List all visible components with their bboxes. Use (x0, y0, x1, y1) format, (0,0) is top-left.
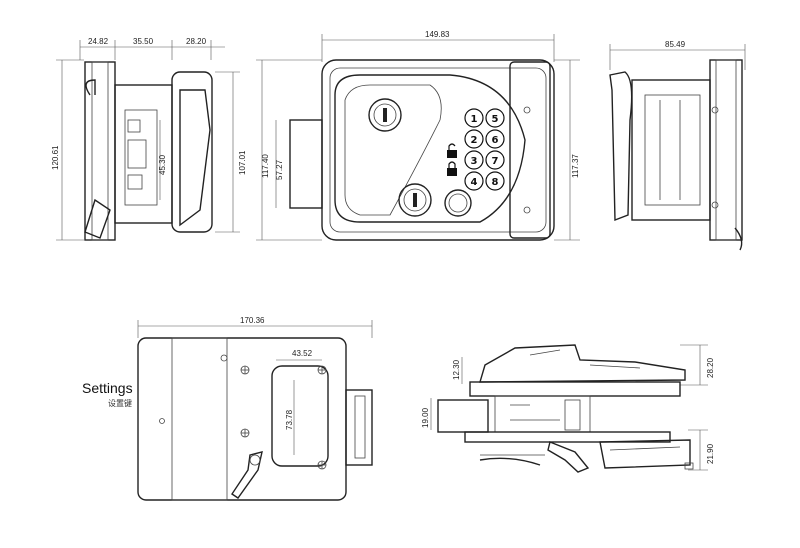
keypad: 1 5 2 6 3 7 4 8 (464, 108, 505, 191)
dim-side-left-b: 35.50 (133, 37, 154, 46)
settings-label: Settings (82, 380, 133, 396)
keypad-label: 3 (471, 156, 478, 167)
dim-side-left-slot: 45.30 (158, 154, 167, 175)
screw-icon (240, 428, 250, 438)
keypad-label: 7 (492, 156, 499, 167)
screw-icon (220, 354, 228, 362)
dim-bottom-low: 21.90 (706, 443, 715, 464)
keypad-button[interactable] (464, 150, 484, 170)
keypad-label: 4 (471, 177, 478, 188)
dim-bottom-right: 28.20 (706, 357, 715, 378)
dim-back-window-height: 73.78 (285, 409, 294, 430)
screw-icon (240, 365, 250, 375)
dim-side-left-height-inner: 107.01 (238, 150, 247, 175)
dim-front-width: 149.83 (425, 30, 450, 39)
dim-front-height-left: 117.40 (261, 154, 270, 178)
side-view-right: 85.49 (609, 40, 746, 251)
front-view: 149.83 117.40 57.27 117.37 (256, 30, 580, 241)
keypad-button[interactable] (485, 129, 505, 149)
dim-bottom-top: 12.30 (452, 359, 461, 380)
keypad-button[interactable] (485, 171, 505, 191)
keypad-label: 6 (492, 135, 499, 146)
keypad-label: 8 (492, 177, 499, 188)
latch-lever[interactable] (231, 451, 263, 499)
dim-side-left-height-outer: 120.61 (51, 145, 60, 170)
bottom-view: 12.30 28.20 19.00 21.90 (421, 344, 715, 473)
dim-back-window-width: 43.52 (292, 349, 313, 358)
dim-front-height-inner: 57.27 (275, 159, 284, 180)
bottom-latch-lever[interactable] (547, 441, 590, 473)
dim-side-right-width: 85.49 (665, 40, 686, 49)
keypad-button[interactable] (485, 150, 505, 170)
screw-icon (317, 365, 327, 375)
lock-icon (447, 161, 457, 176)
keypad-button[interactable] (464, 171, 484, 191)
keypad-button[interactable] (464, 129, 484, 149)
back-view: 170.36 43.52 73.78 Settings 设置键 (82, 316, 373, 501)
side-view-left: 24.82 35.50 28.20 120.61 107.01 45.30 (51, 37, 247, 241)
settings-sublabel: 设置键 (108, 398, 132, 408)
keypad-label: 2 (471, 135, 478, 146)
dim-back-width: 170.36 (240, 316, 265, 325)
keypad-label: 5 (492, 114, 499, 125)
settings-hole[interactable] (159, 418, 165, 424)
keypad-button[interactable] (464, 108, 484, 128)
keypad-label: 1 (471, 114, 478, 125)
screw-icon (317, 460, 327, 470)
dim-side-left-c: 28.20 (186, 37, 207, 46)
unlock-icon (447, 143, 457, 158)
dim-side-left-a: 24.82 (88, 37, 109, 46)
dim-bottom-left: 19.00 (421, 407, 430, 428)
dim-front-height-right: 117.37 (571, 154, 580, 178)
keypad-button[interactable] (485, 108, 505, 128)
